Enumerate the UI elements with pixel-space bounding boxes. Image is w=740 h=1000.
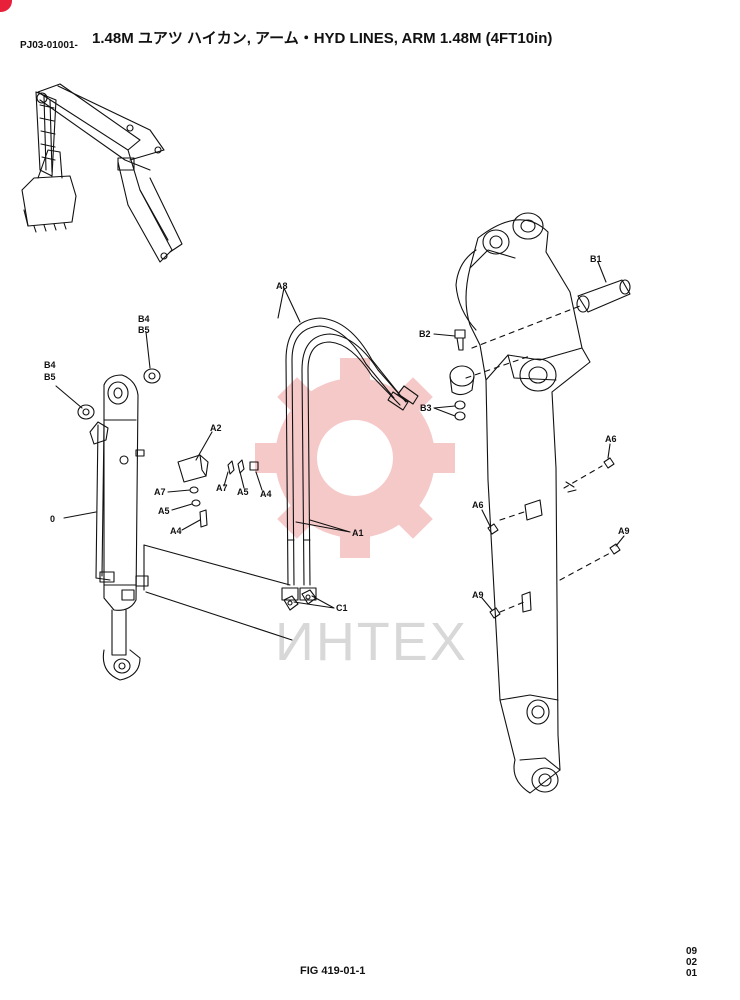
callout-labels: A8 B1 B2 B3 B4 B5 B4 B5 A2 A7 A7 A5 A4 A…: [44, 254, 630, 613]
callout-a5-left: A5: [158, 506, 170, 516]
revision-line: 01: [686, 968, 698, 979]
washers-b4-b5: [77, 368, 161, 420]
watermark-text: ИНТЕХ: [275, 612, 468, 672]
callout-b4-top: B4: [138, 314, 150, 324]
callout-b1: B1: [590, 254, 602, 264]
revision-line: 02: [686, 957, 698, 968]
callout-b5-left: B5: [44, 372, 56, 382]
arm-nuts-b3: [454, 400, 466, 421]
callout-a5-mid: A5: [237, 487, 249, 497]
callout-a1: A1: [352, 528, 364, 538]
callout-a9-upper: A9: [618, 526, 630, 536]
callout-b4-left: B4: [44, 360, 56, 370]
arm-pin-b1: [576, 279, 631, 313]
callout-a6-lower: A6: [472, 500, 484, 510]
revision-code: 09 02 01: [686, 946, 697, 979]
callout-c1: C1: [336, 603, 348, 613]
arm-bolt-b2: [454, 329, 466, 351]
callout-a6-upper: A6: [605, 434, 617, 444]
page-title: 1.48M ユアツ ハイカン, アーム・HYD LINES, ARM 1.48M…: [92, 30, 553, 47]
callout-a4-right: A4: [260, 489, 272, 499]
assembly-guide-lines: [465, 305, 613, 613]
arm-bolts-a6-a9: [487, 457, 621, 619]
leader-lines: [55, 261, 625, 611]
arm-bushing: [449, 365, 475, 396]
callout-b2: B2: [419, 329, 431, 339]
cylinder-guide-lines: [143, 544, 293, 641]
document-code: PJ03-01001-: [20, 40, 78, 51]
callout-a7-mid: A7: [216, 483, 228, 493]
callout-a4-left: A4: [170, 526, 182, 536]
hydraulic-hoses: [281, 317, 419, 601]
callout-a2: A2: [210, 423, 222, 433]
arm-cylinder: [89, 374, 149, 681]
callout-b3: B3: [420, 403, 432, 413]
callout-zero: 0: [50, 514, 55, 524]
revision-line: 09: [686, 946, 698, 957]
arm-assembly: [455, 212, 591, 794]
callout-a8: A8: [276, 281, 288, 291]
callout-a9-lower: A9: [472, 590, 484, 600]
callout-b5-top: B5: [138, 325, 150, 335]
callout-a7-left: A7: [154, 487, 166, 497]
clamp-a2: [177, 454, 209, 483]
excavator-overview-inset: [21, 83, 183, 263]
watermark: ИНТЕХ: [255, 358, 468, 672]
watermark-gear-logo: [255, 358, 455, 558]
figure-number: FIG 419-01-1: [300, 965, 366, 977]
